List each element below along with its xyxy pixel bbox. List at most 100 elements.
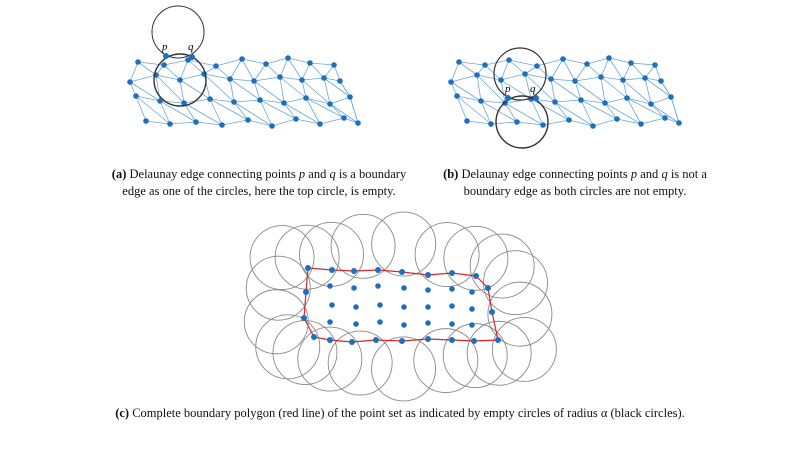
panel-b-mesh-edge [476, 74, 482, 102]
panel-b-mesh-edge [504, 102, 518, 123]
panel-b-point [522, 71, 528, 77]
panel-b-point [606, 55, 612, 61]
panel-a-mesh-edge [279, 76, 303, 81]
panel-c-interior-point [353, 321, 359, 327]
panel-a-mesh-edge [283, 102, 297, 120]
panel-b-mesh-edge [670, 96, 680, 124]
panel-b-mesh-edge [604, 97, 628, 104]
panel-b-mesh-edge [600, 76, 606, 104]
panel-c-interior-point [351, 285, 357, 291]
panel-c-boundary-point [373, 337, 379, 343]
panel-b-point [638, 121, 644, 127]
panel-b-point [566, 117, 572, 123]
panel-c-alpha-circle [413, 328, 479, 394]
panel-a-mesh-edge [215, 65, 231, 80]
caption-b-label: (b) [443, 167, 459, 181]
panel-b-mesh-edge [524, 73, 552, 80]
panel-a-mesh-edge [301, 62, 311, 81]
panel-a-point [277, 74, 283, 80]
panel-b-mesh-edge [640, 117, 666, 125]
panel-b-point [456, 59, 462, 65]
panel-a-point [181, 100, 187, 106]
panel-c-alpha-circle [491, 316, 557, 382]
panel-b-mesh-edge [630, 62, 646, 79]
panel-b-mesh-edge [626, 97, 666, 119]
panel-a-point [293, 116, 299, 122]
panel-b-mesh-edge [554, 99, 582, 103]
panel-a-mesh-edge [233, 99, 261, 103]
panel-a-mesh-edge [253, 63, 267, 82]
panel-b-mesh-edge [604, 102, 618, 120]
panel-b-mesh-edge [536, 65, 552, 80]
panel-a-mesh-edge [259, 99, 285, 104]
panel-c-boundary-point [449, 337, 455, 343]
panel-c-alpha-circle [466, 320, 532, 386]
panel-b-mesh-edge [466, 120, 492, 125]
panel-c-interior-point [327, 283, 333, 289]
panel-b-mesh-edge [580, 99, 606, 104]
panel-a-mesh-edge [163, 59, 189, 66]
panel-b-mesh-edge [616, 118, 642, 125]
panel-a-mesh-edge [301, 79, 307, 99]
panel-a-mesh-edge [253, 80, 285, 104]
panel-a-mesh-edge [137, 61, 157, 76]
panel-b-point [578, 97, 584, 103]
panel-a-mesh-edge [287, 57, 303, 81]
panel-b-mesh-edge [456, 95, 482, 102]
panel-a-mesh-edge [179, 73, 205, 81]
panel-a-mesh-edge [169, 121, 197, 125]
panel-a-point [167, 121, 173, 127]
panel-a-mesh-edge [129, 81, 161, 102]
panel-c-boundary-point [485, 285, 491, 291]
panel-c-interior-point [469, 289, 475, 295]
panel-b-mesh-edge [650, 103, 680, 124]
panel-a-mesh-edge [155, 74, 185, 104]
panel-c-interior-point [377, 302, 383, 308]
panel-b-point [552, 99, 558, 105]
panel-b-mesh-edge [586, 57, 610, 65]
panel-c-boundary-point [301, 315, 307, 321]
point-q-label-b: q [530, 83, 536, 95]
panel-b-point [584, 61, 590, 67]
panel-b-point [506, 57, 512, 63]
panel-c-interior-point [469, 322, 475, 328]
panel-c-alpha-circle [487, 281, 553, 347]
panel-b-point [658, 78, 664, 84]
panel-b-mesh-edge [458, 61, 486, 66]
panel-b-point [464, 118, 470, 124]
panel-a-point [299, 77, 305, 83]
panel-b-mesh-edge [504, 102, 544, 126]
panel-c-boundary-point [425, 272, 431, 278]
panel-b-point [620, 77, 626, 83]
panel-a-mesh-edge [259, 99, 273, 127]
panel-c-boundary-point [311, 334, 317, 340]
panel-a-mesh-edge [129, 61, 139, 83]
panel-b-mesh-edge [608, 57, 632, 64]
panel-b-mesh-edge [580, 99, 618, 120]
panel-a-mesh-edge [329, 103, 345, 119]
panel-a-mesh-edge [339, 80, 351, 98]
panel-c-alpha-shape [243, 211, 557, 402]
panel-b-mesh-edge [508, 59, 526, 75]
panel-a-mesh-edge [323, 77, 331, 105]
panel-a-mesh-edge [229, 78, 261, 101]
panel-b-mesh-edge [476, 74, 502, 81]
panel-b-point [534, 63, 540, 69]
panel-c-interior-point [329, 302, 335, 308]
panel-a-mesh-edge [179, 59, 189, 81]
panel-a-mesh-edge [183, 102, 197, 123]
panel-b-mesh-edge [476, 74, 506, 104]
panel-a-point [337, 78, 343, 84]
panel-b-point [624, 95, 630, 101]
panel-a-mesh-edge [349, 96, 359, 124]
panel-b-mesh-edge [458, 61, 478, 76]
panel-a-mesh-edge [163, 64, 181, 81]
panel-a-point [133, 93, 139, 99]
caption-c: (c) Complete boundary polygon (red line)… [100, 405, 700, 422]
panel-a-mesh-edge [229, 58, 243, 80]
panel-b-mesh-edge [550, 58, 564, 80]
panel-a-full-circle [153, 53, 207, 107]
panel-a-point [213, 63, 219, 69]
panel-a-mesh-edge [135, 95, 171, 125]
panel-b-point [448, 79, 454, 85]
